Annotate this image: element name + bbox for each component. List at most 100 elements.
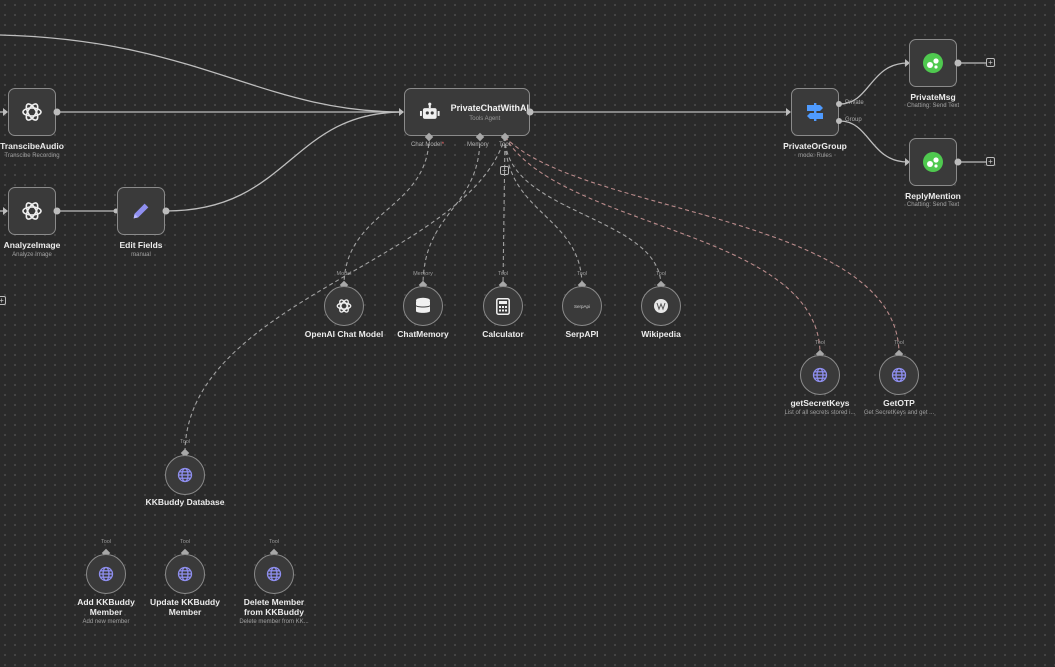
output-handle[interactable] — [162, 207, 170, 215]
edge-tool-calculator — [502, 136, 506, 287]
group-output-handle[interactable] — [836, 118, 842, 124]
node-title: Calculator — [482, 329, 524, 339]
node-subtitle: Transcibe Recording — [4, 153, 60, 159]
node-subtitle: Delete member from KK... — [239, 619, 309, 625]
input-arrow-icon — [905, 59, 910, 67]
delete-member-node[interactable] — [254, 554, 294, 594]
globe-icon — [812, 367, 828, 383]
globe-icon — [266, 566, 282, 582]
sub-node-tag: Tool — [576, 271, 588, 277]
chat-icon — [923, 53, 943, 73]
update-member-node[interactable] — [165, 554, 205, 594]
output-handle[interactable] — [53, 108, 61, 116]
node-title: ChatMemory — [397, 329, 449, 339]
node-title-line: Delete Member — [243, 597, 305, 607]
edge-memory-link — [422, 136, 481, 287]
chat-memory-node[interactable] — [403, 286, 443, 326]
globe-icon — [98, 566, 114, 582]
chat-icon — [923, 152, 943, 172]
switch-icon — [807, 103, 823, 121]
node-title-line: from KKBuddy — [244, 607, 304, 617]
node-title-line: Member — [89, 607, 123, 617]
node-title: PrivateOrGroup — [783, 141, 847, 151]
edge-offscreen-to-agent — [0, 34, 404, 113]
edge-tool-getsecretkeys — [504, 136, 821, 355]
edge-tool-wikipedia — [504, 136, 662, 287]
calculator-node[interactable] — [483, 286, 523, 326]
output-handle[interactable] — [53, 207, 61, 215]
sub-node-tag: Model — [336, 271, 352, 277]
memory-handle-label: Memory — [467, 142, 489, 148]
node-title: Wikipedia — [641, 329, 681, 339]
private-msg-node[interactable] — [909, 39, 957, 87]
reply-mention-node[interactable] — [909, 138, 957, 186]
output-handle[interactable] — [954, 158, 962, 166]
edge-model-link — [343, 136, 430, 287]
edge-tool-kkbuddy-db — [184, 136, 506, 454]
get-otp-node[interactable] — [879, 355, 919, 395]
private-output-label: Private — [845, 100, 864, 106]
node-title: PrivateMsg — [910, 92, 956, 102]
sub-node-tag: Tool — [655, 271, 667, 277]
add-node-button[interactable]: + — [0, 296, 6, 305]
sub-node-tag: Tool — [268, 539, 280, 545]
private-or-group-node[interactable] — [791, 88, 839, 136]
node-subtitle: Chatting: Send Text — [906, 202, 960, 208]
output-handle[interactable] — [954, 59, 962, 67]
chat-model-handle-label: Chat Model* — [411, 142, 445, 148]
node-subtitle: mode: Rules — [798, 153, 832, 159]
sub-node-tag: Tool — [179, 539, 191, 545]
add-tool-button[interactable]: + — [500, 166, 509, 175]
node-title: AnalyzeImage — [3, 240, 61, 250]
node-title: OpenAI Chat Model — [304, 329, 384, 339]
database-icon — [416, 297, 430, 313]
node-title: Add KKBuddy Member — [77, 597, 135, 617]
input-arrow-icon — [3, 108, 8, 116]
pencil-icon — [133, 203, 149, 219]
tool-handle-label: Tool — [499, 142, 511, 148]
node-title: getSecretKeys — [790, 398, 850, 408]
agent-node[interactable]: PrivateChatWithAI Tools Agent — [404, 88, 530, 136]
serpapi-icon: SerpApi — [573, 303, 590, 309]
sub-node-tag: Tool — [814, 340, 826, 346]
private-output-handle[interactable] — [836, 101, 842, 107]
openai-chat-model-node[interactable] — [324, 286, 364, 326]
node-subtitle: Analyze Image — [12, 252, 52, 258]
edit-fields-node[interactable] — [117, 187, 165, 235]
input-arrow-icon — [905, 158, 910, 166]
globe-icon — [891, 367, 907, 383]
globe-icon — [177, 467, 193, 483]
node-title: KKBuddy Database — [145, 497, 225, 507]
node-subtitle: List of all secrets stored i... — [784, 410, 856, 416]
wikipedia-node[interactable] — [641, 286, 681, 326]
input-handle[interactable] — [113, 208, 119, 214]
node-subtitle: manual — [131, 252, 151, 258]
node-title: Edit Fields — [119, 240, 163, 250]
node-subtitle: Chatting: Send Text — [906, 103, 960, 109]
add-member-node[interactable] — [86, 554, 126, 594]
agent-subtitle: Tools Agent — [469, 115, 501, 122]
robot-icon — [419, 102, 440, 119]
add-node-button[interactable]: + — [986, 58, 995, 67]
get-secret-keys-node[interactable] — [800, 355, 840, 395]
sub-node-tag: Tool — [893, 340, 905, 346]
node-title: ReplyMention — [905, 191, 961, 201]
node-title: SerpAPI — [565, 329, 599, 339]
calculator-icon — [496, 297, 510, 315]
add-node-button[interactable]: + — [986, 157, 995, 166]
input-arrow-icon — [399, 108, 404, 116]
serpapi-node[interactable]: SerpApi — [562, 286, 602, 326]
node-title: TranscibeAudio — [0, 141, 64, 151]
openai-icon — [22, 103, 42, 121]
edge-private-to-privatemsg — [839, 62, 909, 105]
group-output-label: Group — [845, 117, 862, 123]
input-arrow-icon — [3, 207, 8, 215]
kkbuddy-database-node[interactable] — [165, 455, 205, 495]
output-handle[interactable] — [526, 108, 534, 116]
analyze-image-node[interactable] — [8, 187, 56, 235]
openai-icon — [22, 202, 42, 220]
transcribe-audio-node[interactable] — [8, 88, 56, 136]
node-title: Update KKBuddy Member — [150, 597, 220, 617]
